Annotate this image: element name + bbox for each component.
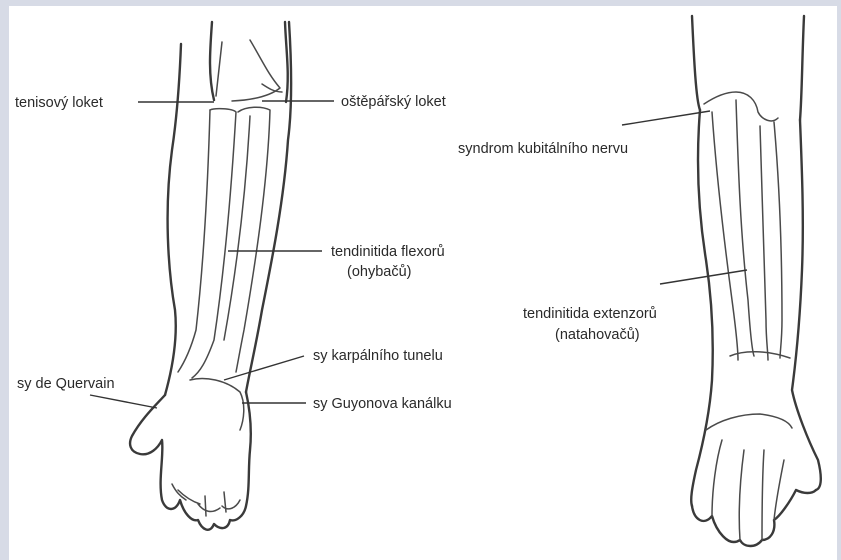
label-tennis-elbow: tenisový loket: [15, 95, 103, 111]
left-ulna: [236, 107, 270, 372]
left-radius: [192, 109, 236, 378]
left-humerus-end: [232, 40, 280, 101]
right-arm-drawing: [691, 16, 821, 546]
right-ulna-inner: [736, 100, 754, 356]
label-flexor-tendinitis-line2: (ohybačů): [347, 264, 411, 280]
left-upper-arm-right-edge: [285, 22, 288, 102]
right-hand-outline: [692, 490, 816, 546]
label-extensor-tendinitis-line2: (natahovačů): [555, 327, 640, 343]
label-de-quervain: sy de Quervain: [17, 376, 115, 392]
label-carpal-tunnel: sy karpálního tunelu: [313, 348, 443, 364]
left-upper-arm-left-edge: [210, 22, 214, 100]
leader-extensor-tendinitis: [660, 270, 747, 284]
right-radius: [774, 122, 782, 358]
right-finger-lines: [712, 440, 784, 540]
label-flexor-tendinitis-line1: tendinitida flexorů: [331, 244, 445, 260]
right-upper-arm-left-edge: [692, 16, 700, 110]
leader-carpal-tunnel: [224, 356, 304, 380]
right-forearm-left-edge: [691, 110, 713, 506]
left-forearm-inner-edge: [246, 22, 291, 392]
left-hand-outline: [130, 392, 251, 530]
right-forearm-right-edge: [792, 120, 821, 490]
right-knuckles: [706, 414, 792, 430]
right-radius-inner: [760, 126, 768, 360]
label-extensor-tendinitis-line1: tendinitida extenzorů: [523, 306, 657, 322]
label-guyon-canal: sy Guyonova kanálku: [313, 396, 452, 412]
label-cubital-syndrome: syndrom kubitálního nervu: [458, 141, 628, 157]
left-arm-drawing: [130, 22, 291, 530]
right-upper-arm-right-edge: [800, 16, 804, 120]
left-forearm-outer-edge: [165, 44, 181, 395]
left-radius-edge: [178, 110, 210, 372]
left-fingertips: [178, 490, 240, 511]
left-palm-crease: [190, 379, 244, 431]
labels: tenisový loket oštěpářský loket tendinit…: [15, 94, 657, 412]
left-humerus: [216, 42, 222, 96]
right-ulna: [712, 112, 738, 360]
leader-de-quervain: [90, 395, 157, 408]
leader-cubital-syndrome: [622, 111, 710, 125]
label-golfer-elbow: oštěpářský loket: [341, 94, 446, 110]
right-olecranon: [704, 92, 778, 121]
